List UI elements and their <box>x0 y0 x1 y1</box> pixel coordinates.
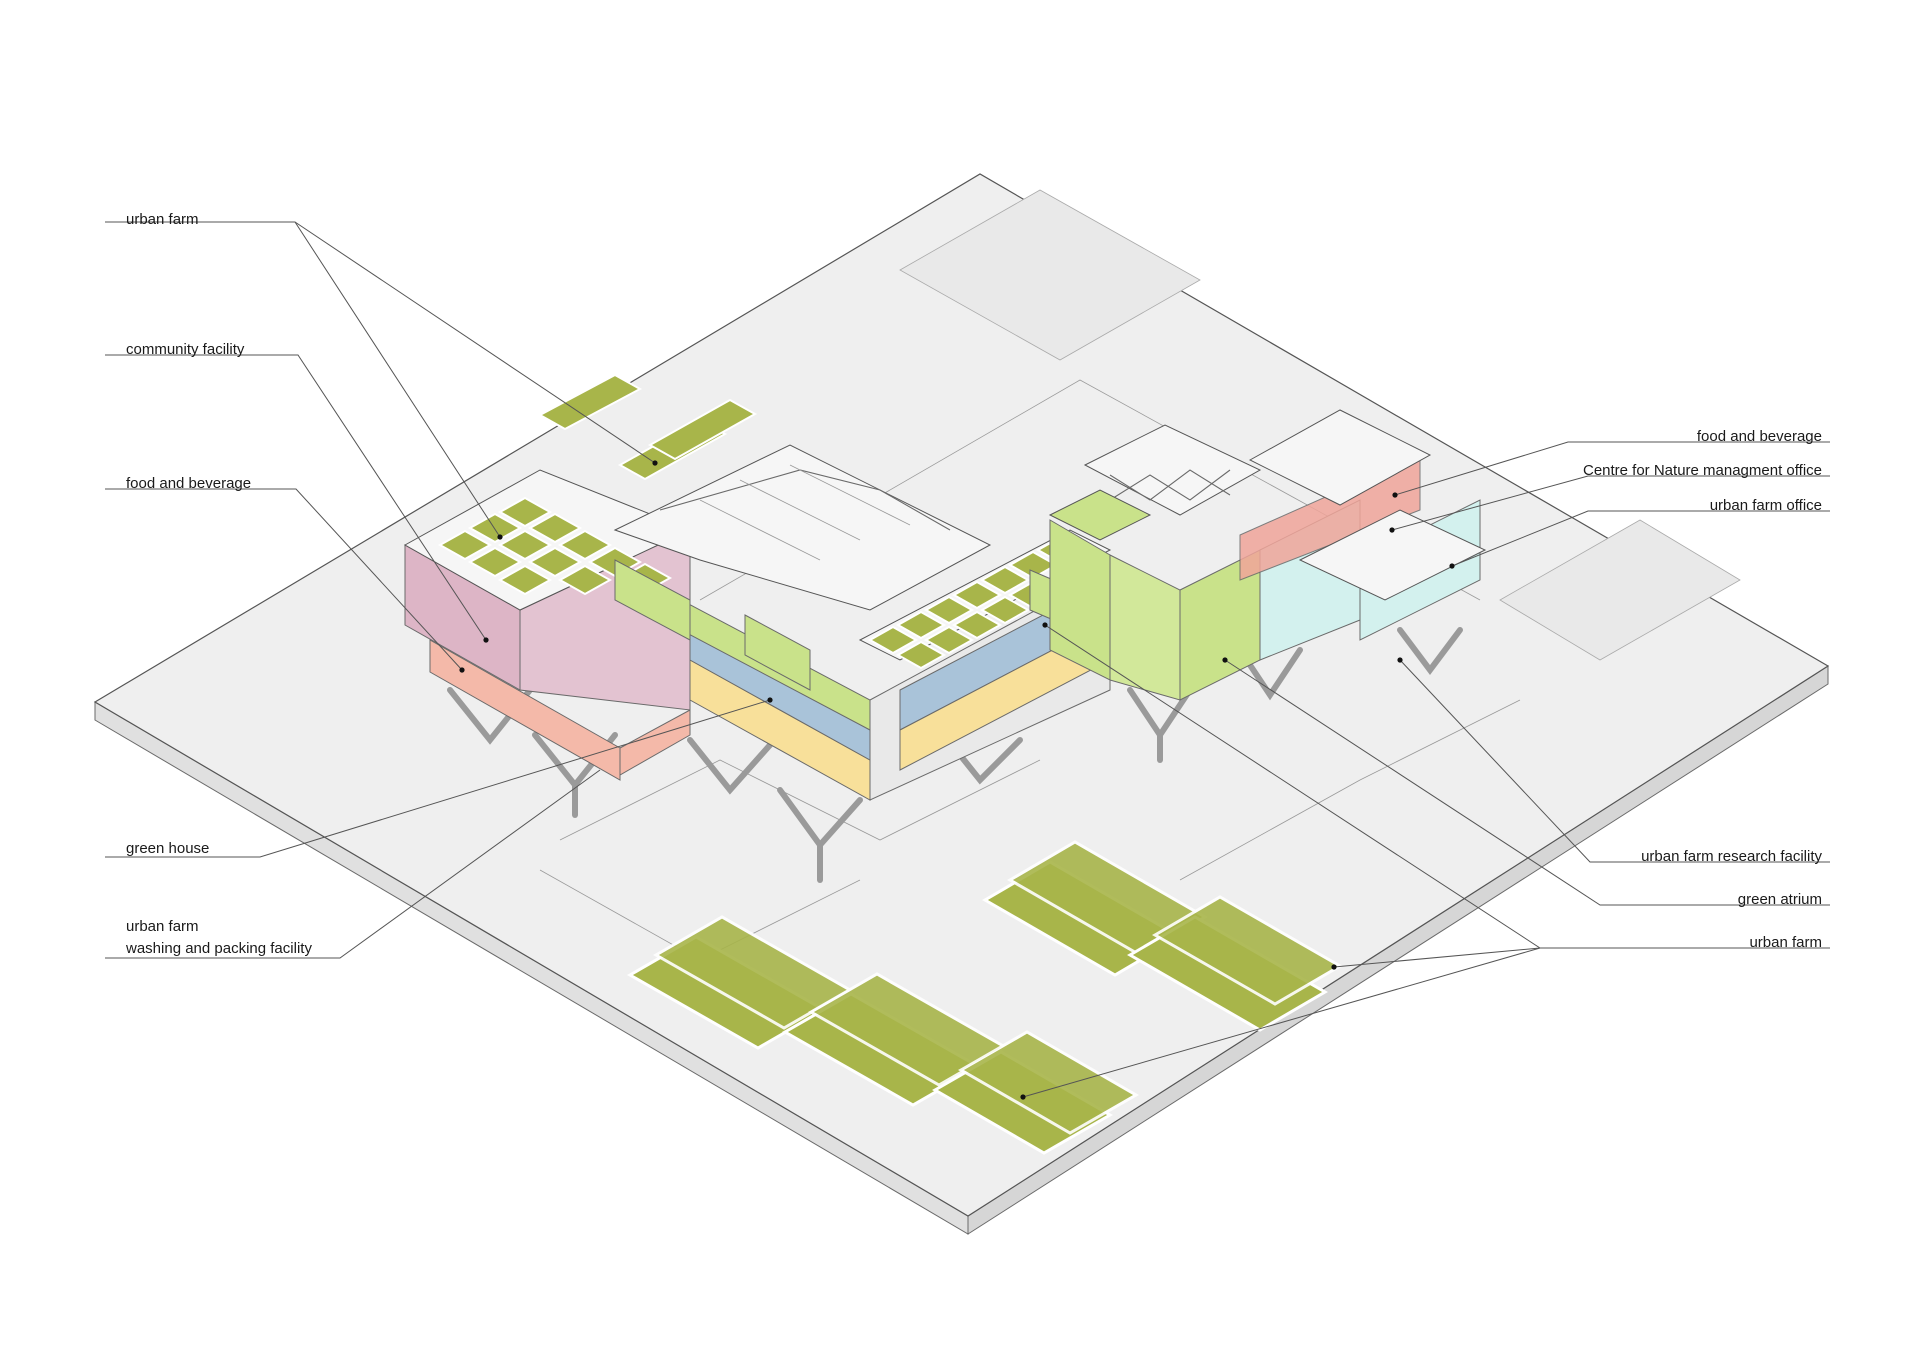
leader-urban-farm-right-b <box>1333 947 1541 968</box>
block-greenhouse <box>537 373 1112 801</box>
label-green-atrium: green atrium <box>1738 891 1822 908</box>
pin-dot <box>1389 527 1395 533</box>
leader-urban-farm-office <box>1451 510 1830 567</box>
pin-dot <box>1042 622 1048 628</box>
leader-food-left <box>105 488 463 671</box>
label-urban-farm-right: urban farm <box>1749 934 1822 951</box>
label-urban-farm-office: urban farm office <box>1710 497 1822 514</box>
label-food-beverage-left: food and beverage <box>126 475 251 492</box>
block-offices <box>1048 409 1487 701</box>
leader-green-house <box>105 699 771 858</box>
roof-green-deck <box>1048 489 1152 541</box>
leader-green-atrium <box>1224 659 1830 906</box>
pin-dot <box>767 697 773 703</box>
roof-ridge <box>659 469 951 531</box>
building <box>403 373 1487 883</box>
column-v <box>1397 627 1463 675</box>
site-path-line <box>559 759 1041 841</box>
pin-dot <box>483 637 489 643</box>
leader-centre-nature <box>1391 475 1830 531</box>
leader-urban-farm-right-c <box>1022 947 1541 1098</box>
roof-greenhouse <box>613 444 992 611</box>
site-path-line <box>1179 699 1521 881</box>
leader-urban-farm-left-b <box>294 221 656 464</box>
label-community-facility: community facility <box>126 341 245 358</box>
label-urban-farm-left: urban farm <box>126 211 199 228</box>
leader-community <box>105 354 487 641</box>
pin-dot <box>1222 657 1228 663</box>
roof-glazing <box>789 464 911 526</box>
farm-bed-group-left <box>626 915 1140 1155</box>
upper-roof-farm <box>537 373 758 481</box>
pin-dot <box>652 460 658 466</box>
atrium-truss <box>1109 469 1231 501</box>
pin-dot <box>459 667 465 673</box>
farm-bed-group-right <box>982 840 1343 1032</box>
label-research-facility: urban farm research facility <box>1641 848 1822 865</box>
leader-food-right <box>1394 441 1830 496</box>
site-step <box>1499 519 1741 661</box>
column-v <box>687 737 773 795</box>
labels-left: urban farm community facility food and b… <box>125 211 312 957</box>
leader-washing <box>105 769 601 959</box>
leader-research <box>1399 659 1830 863</box>
pin-dot <box>1397 657 1403 663</box>
ground-farm-beds <box>626 840 1343 1155</box>
pin-dot <box>1392 492 1398 498</box>
label-green-house: green house <box>126 840 209 857</box>
roof-office <box>1248 409 1432 506</box>
labels-right: food and beverage Centre for Nature mana… <box>1583 428 1823 951</box>
site-step <box>899 189 1201 361</box>
roof-office-lower <box>1298 509 1487 601</box>
label-food-beverage-right: food and beverage <box>1697 428 1822 445</box>
label-washing-line2: washing and packing facility <box>125 940 312 957</box>
label-washing-line1: urban farm <box>126 918 199 935</box>
wall-salmon-right <box>619 709 691 776</box>
roof-glazing <box>739 479 861 541</box>
pin-dot <box>1449 563 1455 569</box>
pin-dot <box>1020 1094 1026 1100</box>
leader-lines <box>105 221 1830 1100</box>
wall-salmon-left <box>429 639 621 781</box>
pin-dot <box>1331 964 1337 970</box>
farm-bed <box>957 1030 1140 1135</box>
label-centre-nature: Centre for Nature managment office <box>1583 462 1822 479</box>
roof-glazing <box>699 499 821 561</box>
pin-dot <box>497 534 503 540</box>
